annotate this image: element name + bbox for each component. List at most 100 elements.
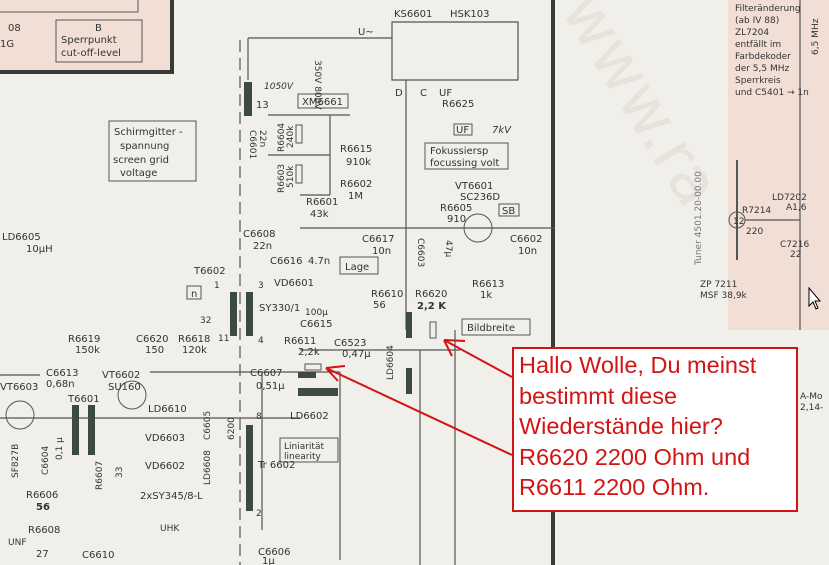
label: R6602 (340, 179, 372, 190)
label: 47µ (443, 240, 453, 257)
label: C6616 (270, 256, 302, 267)
label: Tr 6602 (257, 460, 295, 471)
label: 1k (480, 290, 492, 301)
label: 1G (0, 39, 14, 50)
label: cut-off-level (61, 48, 121, 59)
label: 22n (257, 130, 267, 147)
label: VT6601 (455, 181, 493, 192)
label: R6618 (178, 334, 210, 345)
resistor-r6611 (304, 363, 322, 371)
label: n (191, 289, 197, 300)
label: C6606 (258, 547, 290, 558)
label: C7216 (780, 240, 809, 250)
label: entfällt im (735, 40, 781, 50)
label: VD6601 (274, 278, 314, 289)
resistor-r6620 (429, 321, 437, 339)
label: 150 (145, 345, 164, 356)
label: C (420, 88, 427, 99)
label: spannung (120, 141, 169, 152)
label: Bildbreite (467, 323, 515, 334)
label: 08 (8, 23, 21, 34)
label: 22n (253, 241, 272, 252)
label: T6602 (193, 266, 226, 277)
label: 910 (447, 214, 466, 225)
label: Fokussiersp (430, 146, 488, 157)
label: C6523 (334, 338, 366, 349)
label: B (95, 23, 102, 34)
label: 56 (373, 300, 386, 311)
label: SF827B (11, 444, 21, 478)
label: A1,6 (786, 203, 807, 213)
label: U~ (358, 27, 374, 38)
label: 33 (115, 467, 125, 478)
label: Tuner 4501.20-00.00 (694, 171, 704, 266)
label: 510k (286, 165, 296, 188)
label: VD6603 (145, 433, 185, 444)
label: XM6661 (302, 97, 343, 108)
label: 100µ (305, 308, 328, 318)
label: C6603 (415, 238, 425, 267)
label: Schirmgitter - (114, 127, 183, 138)
label: R6601 (306, 197, 338, 208)
label: 240k (286, 125, 296, 148)
label: R7214 (742, 206, 771, 216)
label: R6610 (371, 289, 403, 300)
label: und C5401 → 1n (735, 88, 809, 98)
label: C6615 (300, 319, 332, 330)
label: R6619 (68, 334, 100, 345)
label: voltage (120, 168, 157, 179)
annotation-line: Hallo Wolle, Du meinst (519, 352, 757, 378)
label: C6613 (46, 368, 78, 379)
label: 4 (258, 336, 264, 346)
label: Liniarität (284, 442, 324, 452)
label: LD6604 (386, 345, 396, 380)
label: Farbdekoder (735, 52, 791, 62)
label: SY330/1 (259, 303, 300, 314)
label: 22 (790, 250, 801, 260)
annotation-line: R6611 2200 Ohm. (519, 474, 710, 500)
label: R6613 (472, 279, 504, 290)
annotation-line: bestimmt diese (519, 382, 678, 409)
label: 1050V (264, 82, 294, 92)
label: 220 (746, 227, 763, 237)
label: UNF (8, 538, 27, 548)
label: SU160 (108, 382, 141, 393)
label: A-Mo (800, 392, 823, 402)
label: LD6605 (2, 232, 41, 243)
label: ZL7204 (735, 28, 769, 38)
label: MSF 38,9k (700, 291, 748, 301)
label: C6604 (41, 446, 51, 475)
annotation-callout: Hallo Wolle, Du meinst bestimmt diese Wi… (512, 347, 798, 512)
label: 43k (310, 209, 329, 220)
label: 0,1 µ (55, 437, 65, 460)
label: C6620 (136, 334, 168, 345)
label: VD6602 (145, 461, 185, 472)
label: 910k (346, 157, 371, 168)
label: 1M (348, 191, 363, 202)
label: LD6610 (148, 404, 187, 415)
label: screen grid (113, 155, 169, 166)
annotation-line: Wiederstände hier? (519, 413, 723, 439)
label: 0,47µ (342, 349, 371, 360)
label: 10n (518, 246, 537, 257)
mouse-pointer-icon (808, 286, 822, 310)
label: 12 (733, 217, 744, 227)
label: C6610 (82, 550, 114, 561)
label: 350V 800V (312, 60, 322, 110)
label: C6608 (243, 229, 275, 240)
label: R6605 (440, 203, 472, 214)
label: Sperrpunkt (61, 35, 117, 46)
label: KS6601 (394, 9, 432, 20)
label: 6,5 MHz (811, 18, 821, 55)
label: C6602 (510, 234, 542, 245)
label: C6617 (362, 234, 394, 245)
label: R6615 (340, 144, 372, 155)
label: 13 (256, 100, 269, 111)
label: 2xSY345/8-L (140, 491, 203, 502)
annotation-line: R6620 2200 Ohm und (519, 443, 751, 470)
label: 7kV (492, 125, 512, 136)
label: R6606 (26, 490, 58, 501)
label: C6607 (250, 368, 282, 379)
label: 8 (256, 412, 262, 422)
label: LD6608 (203, 450, 213, 485)
